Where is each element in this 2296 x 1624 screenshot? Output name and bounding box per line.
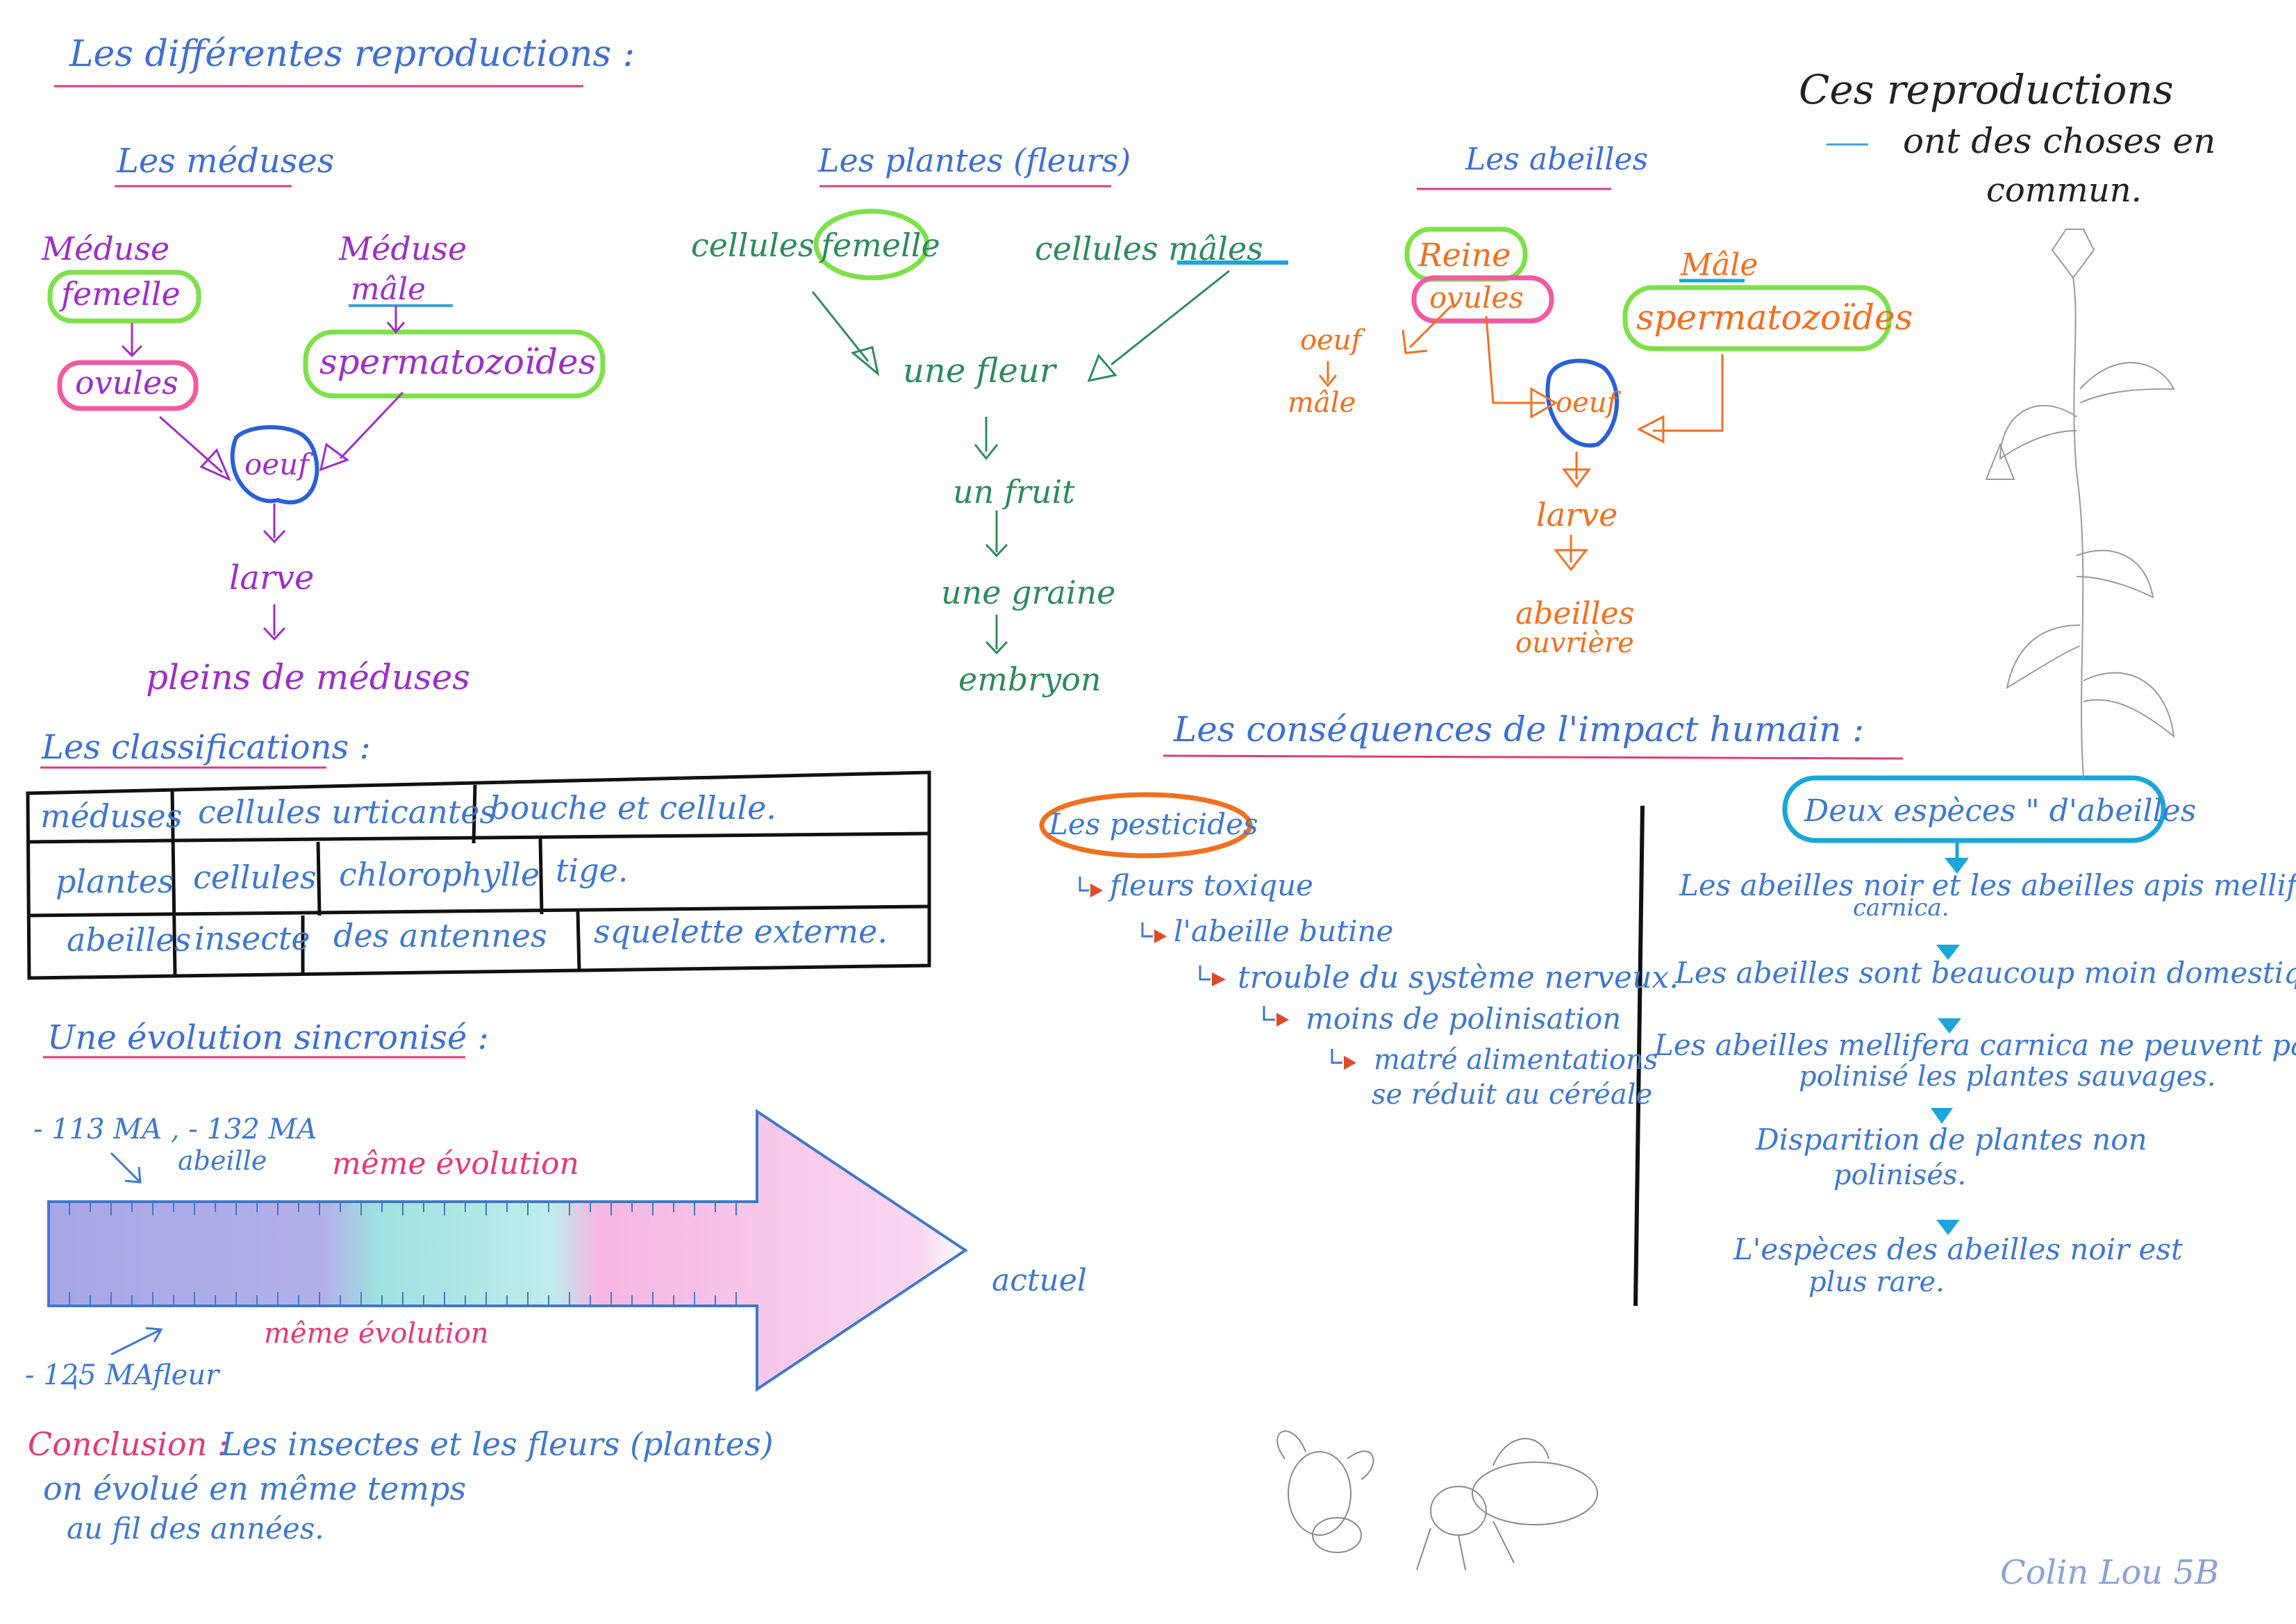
species-box: [1782, 775, 2166, 843]
abeille-oeuf-left: oeuf: [1300, 324, 1362, 356]
meduse-sperm: spermatozoïdes: [319, 342, 597, 382]
plantes-heading: Les plantes (fleurs): [818, 142, 1131, 179]
classification-table-lines: [26, 770, 931, 980]
abeille-ouvriere-2: ouvrière: [1515, 627, 1634, 659]
femelle-box: [47, 270, 201, 324]
meduse-female-label: femelle: [61, 275, 181, 313]
evolution-date-bottom: - 125 MA: [25, 1359, 154, 1391]
meduse-larve: larve: [229, 558, 315, 597]
pesticide-item: fleurs toxique: [1110, 868, 1313, 902]
sperm-box-abeille: [1622, 285, 1892, 351]
species-item: polinisés.: [1833, 1159, 1967, 1191]
plante-female: femelle: [821, 226, 940, 264]
meduse-ovules: ovules: [75, 364, 178, 401]
table-cell: bouche et cellule.: [490, 789, 776, 827]
species-item: carnica.: [1853, 894, 1949, 922]
evolution-ticks: [69, 1202, 737, 1306]
note-line-3: commun.: [1986, 171, 2142, 210]
species-item: Disparition de plantes non: [1756, 1122, 2147, 1157]
table-cell: méduses: [40, 797, 183, 835]
sperm-box: [303, 329, 606, 399]
plante-graine: une graine: [941, 574, 1116, 611]
consequences-divider: [1633, 805, 1645, 1307]
plante-embryon: embryon: [958, 661, 1101, 698]
table-cell: plantes: [56, 863, 174, 900]
table-cell: tige.: [556, 852, 629, 889]
page-title: Les différentes reproductions :: [69, 33, 635, 75]
species-item: Les abeilles noir et les abeilles apis m…: [1679, 868, 2296, 902]
abeille-male-left: mâle: [1288, 387, 1356, 419]
pesticide-item: l'abeille butine: [1174, 914, 1394, 948]
species-arrow-heads: [1931, 840, 1969, 1235]
pesticide-item: trouble du système nerveux.: [1238, 960, 1679, 995]
table-cell: chlorophylle: [339, 856, 540, 893]
plante-fleur: une fleur: [903, 351, 1056, 390]
abeilles-heading: Les abeilles: [1465, 142, 1649, 177]
abeille-oeuf: oeuf: [1556, 387, 1617, 419]
pesticide-item: moins de polinisation: [1306, 1002, 1622, 1036]
meduse-female-title: Méduse: [42, 230, 170, 267]
meduse-oeuf: oeuf: [244, 447, 309, 481]
species-item: L'espèces des abeilles noir est: [1733, 1232, 2183, 1266]
table-cell: cellules: [193, 859, 317, 896]
table-cell: des antennes: [333, 917, 547, 954]
conclusion-line-1: Les insectes et les fleurs (plantes): [221, 1425, 774, 1463]
pesticide-item: matré alimentations: [1374, 1044, 1658, 1076]
oeuf-box-abeille: [1545, 358, 1620, 448]
species-item: Les abeilles mellifera carnica ne peuven…: [1654, 1028, 2296, 1062]
note-line-1: Ces reproductions: [1799, 66, 2174, 113]
evolution-fleur: fleur: [153, 1359, 219, 1391]
ovules-box: [57, 360, 199, 411]
plante-cell-prefix: cellules: [691, 226, 815, 264]
pesticide-arrow-heads: [1090, 884, 1356, 1070]
oeuf-box-meduse: [230, 425, 319, 504]
species-item: polinisé les plantes sauvages.: [1799, 1061, 2216, 1093]
plante-fruit: un fruit: [953, 473, 1075, 511]
species-item: Les abeilles sont beaucoup moin domestiq…: [1675, 956, 2296, 990]
plant-drawing: [1985, 229, 2175, 779]
abeille-sperm: spermatozoïdes: [1636, 297, 1913, 338]
meduses-heading: Les méduses: [117, 142, 335, 181]
classifications-heading: Les classifications :: [42, 728, 371, 767]
abeille-male-title: Mâle: [1681, 247, 1758, 283]
conclusion-label: Conclusion :: [28, 1425, 228, 1463]
note-line-2: ont des choses en: [1903, 121, 2216, 161]
species-item: plus rare.: [1808, 1266, 1945, 1298]
abeille-ovules: ovules: [1429, 281, 1524, 315]
ovules-box-abeille: [1411, 275, 1554, 324]
evolution-actuel: actuel: [992, 1263, 1088, 1298]
table-cell: abeilles: [67, 921, 192, 959]
pesticide-item: se réduit au céréale: [1372, 1079, 1653, 1111]
plante-male: cellules mâles: [1035, 230, 1263, 267]
meduse-result: pleins de méduses: [146, 657, 470, 697]
bee-drawings: [1276, 1430, 1598, 1571]
species-label: Deux espèces " d'abeilles: [1804, 793, 2197, 829]
meduse-male-title: Méduse: [339, 230, 467, 267]
conclusion-line-3: au fil des années.: [67, 1511, 324, 1546]
abeille-reine: Reine: [1418, 236, 1511, 274]
consequences-heading: Les conséquences de l'impact humain :: [1174, 709, 1865, 749]
table-cell: squelette externe.: [594, 913, 888, 950]
evolution-dates-top: - 113 MA , - 132 MA: [33, 1113, 317, 1145]
evolution-meme-top: même évolution: [332, 1146, 579, 1182]
evolution-heading: Une évolution sincronisé :: [47, 1018, 489, 1057]
abeille-ouvriere-1: abeilles: [1515, 596, 1635, 631]
table-cell: cellules urticantes: [198, 793, 497, 831]
signature: Colin Lou 5B: [2000, 1553, 2220, 1592]
abeille-larve: larve: [1536, 496, 1618, 533]
pesticides-box: [1039, 792, 1253, 859]
evolution-arrow: [47, 1109, 968, 1392]
evolution-abeille: abeille: [178, 1145, 267, 1176]
table-cell: insecte: [194, 920, 310, 957]
conclusion-line-2: on évolué en même temps: [43, 1470, 467, 1507]
femelle-box-plante: [813, 208, 930, 281]
evolution-meme-bottom: même évolution: [264, 1318, 489, 1350]
pesticides-label: Les pesticides: [1049, 807, 1258, 841]
meduse-male-label: mâle: [351, 272, 426, 307]
